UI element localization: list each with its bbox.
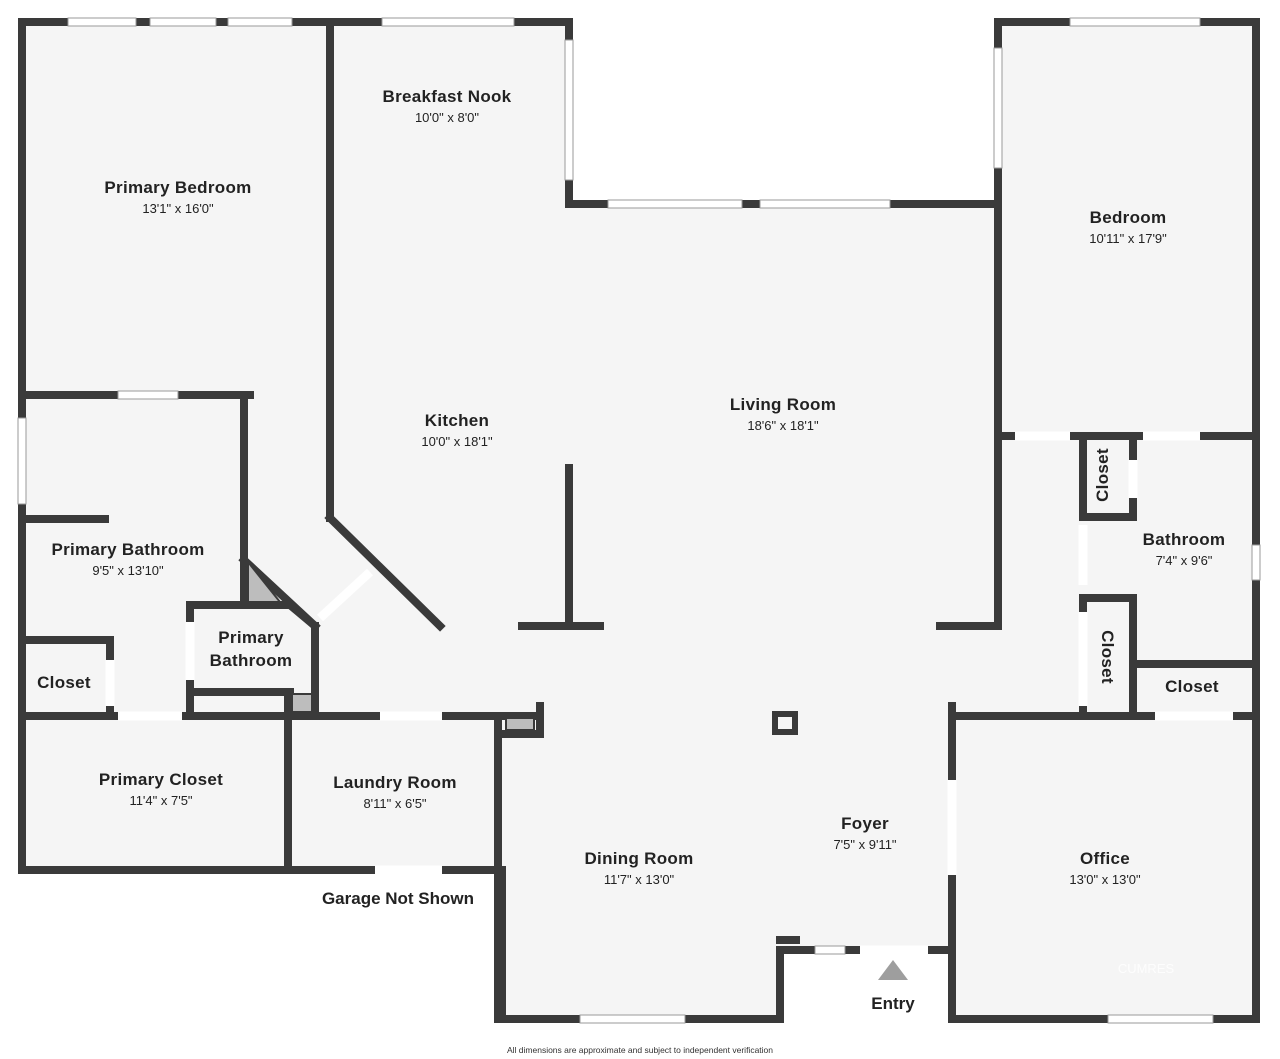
room-name-closet-right-mid: Closet (1098, 630, 1117, 684)
room-dim-living-room: 18'6" x 18'1" (747, 418, 819, 433)
room-labels: Primary Bedroom 13'1" x 16'0" Breakfast … (37, 87, 1225, 887)
room-name-primary-closet: Primary Closet (99, 770, 223, 789)
room-name-foyer: Foyer (841, 814, 889, 833)
watermark: CUMRES (1118, 961, 1175, 976)
room-dim-laundry-room: 8'11" x 6'5" (363, 796, 426, 811)
room-name-primary-bathroom: Primary Bathroom (51, 540, 204, 559)
room-dim-primary-closet: 11'4" x 7'5" (129, 793, 192, 808)
room-name-bedroom: Bedroom (1090, 208, 1167, 227)
room-name-breakfast-nook: Breakfast Nook (383, 87, 512, 106)
footer-disclaimer: All dimensions are approximate and subje… (507, 1045, 773, 1055)
door-openings (105, 431, 1233, 955)
room-name-kitchen: Kitchen (425, 411, 489, 430)
room-dim-foyer: 7'5" x 9'11" (833, 837, 896, 852)
room-dim-office: 13'0" x 13'0" (1069, 872, 1141, 887)
room-dim-bedroom: 10'11" x 17'9" (1089, 231, 1167, 246)
room-name-closet-left: Closet (37, 673, 91, 692)
entry-label: Entry (871, 994, 915, 1013)
garage-not-shown-label: Garage Not Shown (322, 889, 474, 908)
room-name-primary-bathroom-small-line2: Bathroom (210, 651, 293, 670)
room-dim-primary-bedroom: 13'1" x 16'0" (142, 201, 214, 216)
room-name-closet-right-top: Closet (1093, 448, 1112, 502)
windows (17, 17, 1261, 1024)
entry-arrow-icon (878, 960, 908, 980)
room-name-dining-room: Dining Room (584, 849, 693, 868)
fixtures (247, 559, 798, 735)
room-dim-kitchen: 10'0" x 18'1" (421, 434, 493, 449)
room-dim-breakfast-nook: 10'0" x 8'0" (415, 110, 479, 125)
room-dim-primary-bathroom: 9'5" x 13'10" (92, 563, 164, 578)
room-name-office: Office (1080, 849, 1130, 868)
room-name-bathroom: Bathroom (1143, 530, 1226, 549)
room-name-laundry-room: Laundry Room (333, 773, 457, 792)
room-dim-bathroom: 7'4" x 9'6" (1156, 553, 1213, 568)
room-name-closet-right-bottom: Closet (1165, 677, 1219, 696)
room-name-primary-bathroom-small-line1: Primary (218, 628, 284, 647)
room-dim-dining-room: 11'7" x 13'0" (604, 872, 675, 887)
room-name-living-room: Living Room (730, 395, 836, 414)
room-name-primary-bedroom: Primary Bedroom (104, 178, 251, 197)
